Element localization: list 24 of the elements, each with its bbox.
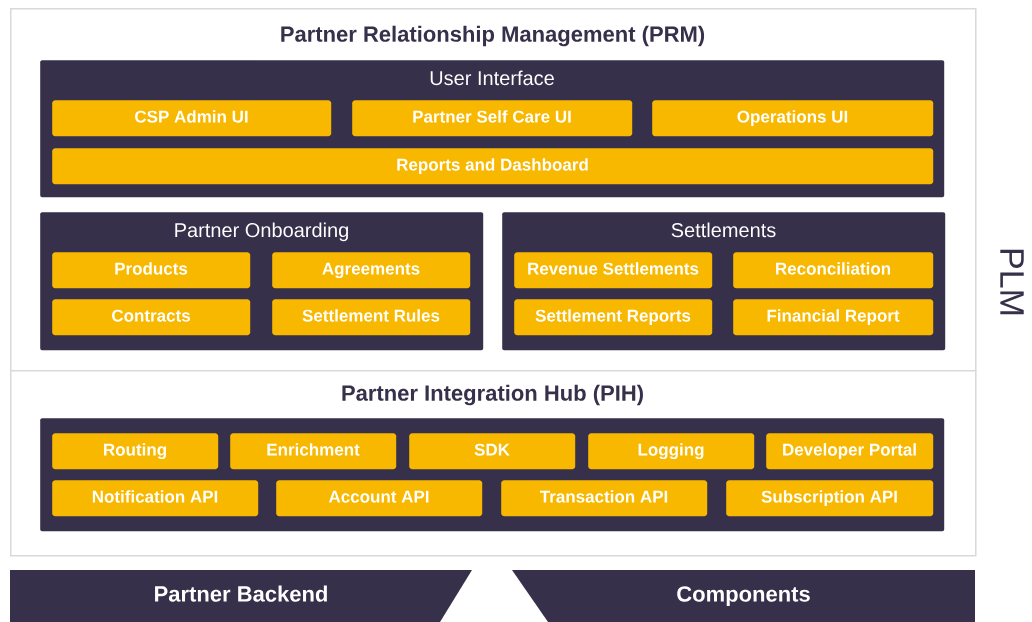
- component-box: Financial Report: [733, 299, 934, 336]
- component-box: Subscription API: [726, 480, 934, 517]
- component-box: Agreements: [272, 252, 471, 289]
- component-box: Developer Portal: [766, 433, 934, 470]
- component-box: Reports and Dashboard: [52, 148, 934, 185]
- side-label: PLM: [1000, 249, 1024, 315]
- layer-band: Components: [512, 570, 975, 622]
- component-box: SDK: [409, 433, 576, 470]
- component-box: Products: [52, 252, 251, 289]
- component-box: Notification API: [52, 480, 259, 517]
- component-box: Settlement Reports: [514, 299, 713, 336]
- component-box: Logging: [588, 433, 755, 470]
- component-box: Enrichment: [230, 433, 397, 470]
- component-box: Contracts: [52, 299, 251, 336]
- component-box: Operations UI: [652, 100, 934, 137]
- component-box: Transaction API: [501, 480, 708, 517]
- component-box: Revenue Settlements: [514, 252, 713, 289]
- component-box: Account API: [276, 480, 483, 517]
- component-box: Routing: [52, 433, 219, 470]
- component-box: Partner Self Care UI: [352, 100, 633, 137]
- layer-band: Partner Backend: [10, 570, 472, 622]
- component-box: Reconciliation: [733, 252, 934, 289]
- component-box: CSP Admin UI: [52, 100, 332, 137]
- component-box: Settlement Rules: [272, 299, 471, 336]
